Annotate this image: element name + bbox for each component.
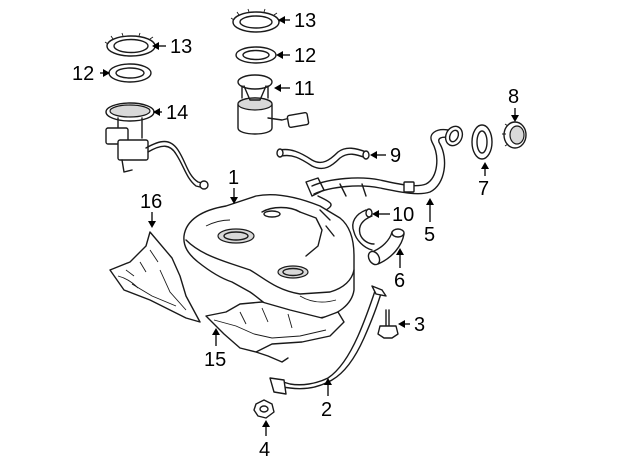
callout-13-left: 13 xyxy=(170,36,192,58)
callout-4: 4 xyxy=(259,439,270,461)
filler-hose xyxy=(367,228,405,266)
heat-shield xyxy=(109,231,201,323)
vapor-hose xyxy=(276,147,370,170)
fuel-pump-module xyxy=(237,74,310,135)
callout-11: 11 xyxy=(294,78,315,100)
callout-8: 8 xyxy=(508,86,519,108)
filler-gasket xyxy=(471,124,493,160)
short-hose xyxy=(352,208,375,251)
callout-9: 9 xyxy=(390,145,401,167)
callout-5: 5 xyxy=(424,224,435,246)
callout-1: 1 xyxy=(228,167,239,189)
fuel-cap xyxy=(502,121,527,149)
tank-strap xyxy=(269,285,387,395)
callout-16: 16 xyxy=(140,191,162,213)
tank-shield-plate xyxy=(205,301,345,363)
seal-ring-left xyxy=(108,63,152,83)
strap-nut xyxy=(253,399,275,419)
lock-ring-left xyxy=(104,32,158,57)
callout-14: 14 xyxy=(166,102,188,124)
callout-labels: 13 12 14 13 12 11 9 8 7 5 10 6 1 16 3 15… xyxy=(72,10,519,461)
fuel-tank xyxy=(183,194,355,319)
callout-13-top: 13 xyxy=(294,10,316,32)
callout-3: 3 xyxy=(414,314,425,336)
fuel-level-sender xyxy=(105,102,209,190)
seal-ring-top xyxy=(235,46,277,64)
callout-10: 10 xyxy=(392,204,414,226)
callout-7: 7 xyxy=(478,178,489,200)
callout-12-left: 12 xyxy=(72,63,94,85)
callout-15: 15 xyxy=(204,349,226,371)
mounting-bolt xyxy=(377,309,399,339)
callout-6: 6 xyxy=(394,270,405,292)
callout-2: 2 xyxy=(321,399,332,421)
callout-12-top: 12 xyxy=(294,45,316,67)
lock-ring-top xyxy=(230,8,282,33)
callout-leaders xyxy=(100,16,519,436)
filler-pipe xyxy=(305,125,464,211)
